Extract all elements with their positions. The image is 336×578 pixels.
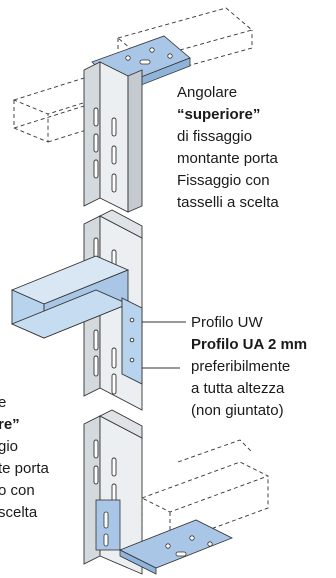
middle-assembly: [10, 209, 186, 411]
label-lower-line-3: gio: [0, 438, 19, 455]
label-upper-line-3: di fissaggio: [177, 128, 253, 145]
top-assembly: [12, 7, 253, 213]
label-lower-line-2: re”: [0, 416, 20, 433]
label-upper-line-6: tasselli a scelta: [177, 194, 279, 211]
label-profile-ua: Profilo UA 2 mm: [191, 336, 308, 353]
label-upper-line-2: “superiore”: [177, 106, 261, 123]
ua-profile-plate: [121, 297, 143, 385]
label-profile-line-5: (non giuntato): [191, 402, 284, 419]
label-lower-line-1: e: [0, 394, 7, 411]
label-upper-line-4: montante porta: [177, 150, 278, 167]
lower-angle-bracket: [95, 499, 233, 575]
bottom-assembly: [83, 409, 270, 575]
label-profiles: Profilo UW Profilo UA 2 mm preferibilmen…: [191, 312, 307, 422]
label-lower-line-5: o con: [0, 482, 35, 499]
label-upper-bracket: Angolare “superiore” di fissaggio montan…: [177, 82, 279, 214]
label-profile-line-3: preferibilmente: [191, 358, 291, 375]
label-upper-line-5: Fissaggio con: [177, 172, 270, 189]
leader-lines: [142, 321, 186, 369]
label-lower-line-6: scelta: [0, 504, 38, 521]
label-profile-uw: Profilo UW: [191, 314, 263, 331]
label-lower-bracket-cropped: e re” gio te porta o con scelta: [0, 392, 88, 524]
uw-horizontal-profile: [10, 255, 130, 339]
top-stud: [83, 61, 143, 213]
label-profile-line-4: a tutta altezza: [191, 380, 285, 397]
label-upper-line-1: Angolare: [177, 84, 238, 101]
label-lower-line-4: te porta: [0, 460, 49, 477]
